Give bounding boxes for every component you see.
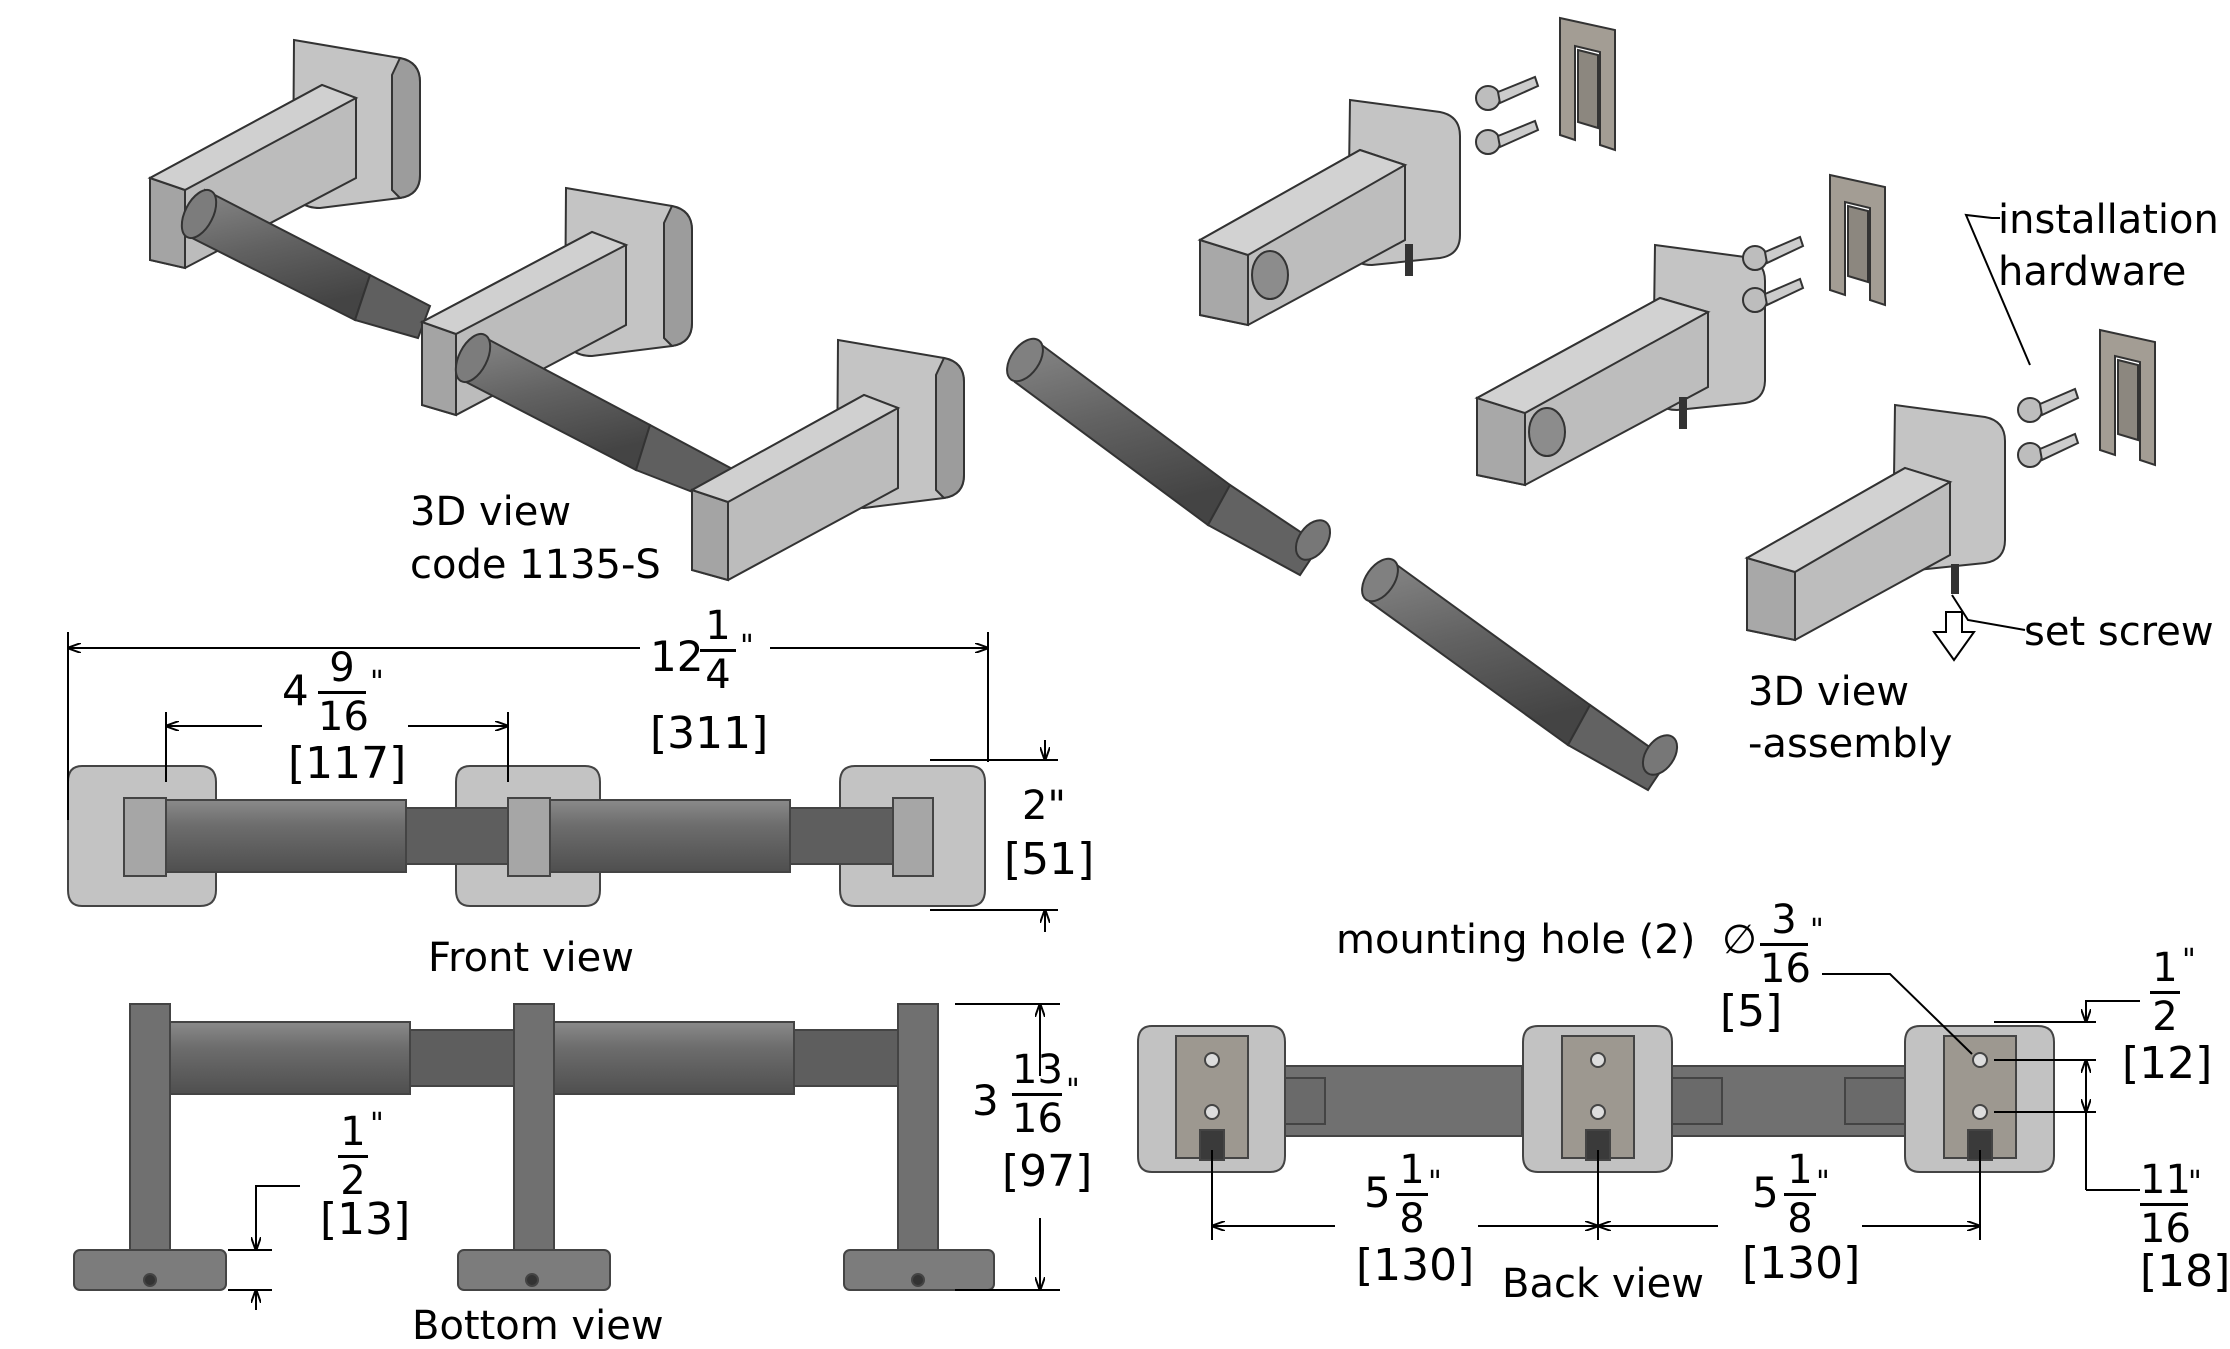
post-spacing-whole: 4 bbox=[282, 666, 309, 715]
back-spacing-left-unit: " bbox=[1428, 1165, 1442, 1200]
back-spacing-right-metric: [130] bbox=[1742, 1238, 1861, 1289]
back-view-title: Back view bbox=[1502, 1261, 1704, 1307]
bottom-post-1 bbox=[129, 1003, 171, 1251]
back-spacing-left-metric: [130] bbox=[1356, 1240, 1475, 1291]
installation-hardware-leader bbox=[1964, 213, 2031, 366]
bottom-base-3 bbox=[843, 1249, 995, 1291]
clip-c bbox=[2099, 328, 2156, 467]
installation-hardware-label-line1: installation bbox=[1998, 197, 2219, 243]
post-spacing-unit: " bbox=[370, 665, 384, 700]
iso-product-code: code 1135-S bbox=[410, 542, 661, 588]
hole-top-offset-metric: [12] bbox=[2122, 1038, 2213, 1089]
screw-b1 bbox=[1742, 235, 1805, 271]
front-view-drawing bbox=[67, 765, 986, 907]
bottom-view-title: Bottom view bbox=[412, 1303, 664, 1349]
hole-diameter-unit: " bbox=[1810, 913, 1824, 948]
height-imperial: 2" bbox=[1022, 783, 1066, 829]
base-thickness-unit: " bbox=[370, 1107, 384, 1142]
post-spacing-metric: [117] bbox=[288, 738, 407, 789]
iso-product-title: 3D view bbox=[410, 489, 572, 535]
back-spacing-right-whole: 5 bbox=[1752, 1168, 1779, 1217]
set-screw-leader bbox=[1951, 594, 2026, 631]
hole-spacing-unit: " bbox=[2188, 1165, 2202, 1200]
bottom-post-2 bbox=[513, 1003, 555, 1251]
mounting-hole-label: mounting hole (2) bbox=[1336, 917, 1696, 963]
bottom-base-2 bbox=[457, 1249, 611, 1291]
height-metric: [51] bbox=[1004, 834, 1095, 885]
base-thickness-metric: [13] bbox=[320, 1194, 411, 1245]
overall-width-whole: 12 bbox=[650, 632, 704, 681]
iso-assembly-view bbox=[1006, 16, 2156, 792]
clip-b bbox=[1829, 173, 1886, 307]
diameter-symbol: ∅ bbox=[1722, 917, 1757, 963]
hole-spacing-metric: [18] bbox=[2140, 1246, 2230, 1297]
iso-assembly-title: 3D view bbox=[1748, 669, 1910, 715]
bottom-base-1 bbox=[73, 1249, 227, 1291]
screw-b2 bbox=[1742, 277, 1805, 313]
back-dimensions bbox=[1211, 973, 2140, 1240]
screw-c1 bbox=[2017, 387, 2080, 423]
depth-unit: " bbox=[1066, 1073, 1080, 1108]
clip-a bbox=[1559, 16, 1616, 152]
bracket-hole-a bbox=[1251, 250, 1289, 300]
set-screw-label: set screw bbox=[2024, 609, 2214, 655]
hole-diameter-metric: [5] bbox=[1720, 986, 1783, 1037]
front-view-title: Front view bbox=[428, 935, 634, 981]
set-screw-arrow bbox=[1932, 611, 1976, 662]
overall-width-metric: [311] bbox=[650, 708, 769, 759]
overall-width-unit: " bbox=[740, 629, 754, 664]
back-spacing-right-unit: " bbox=[1816, 1165, 1830, 1200]
front-roller-1 bbox=[165, 799, 407, 873]
front-roller-2 bbox=[549, 799, 791, 873]
iso-product-view bbox=[147, 38, 965, 582]
hole-top-offset-unit: " bbox=[2182, 943, 2196, 978]
depth-whole: 3 bbox=[972, 1076, 999, 1125]
screw-c2 bbox=[2017, 432, 2080, 468]
screw-a2 bbox=[1475, 119, 1540, 155]
depth-metric: [97] bbox=[1002, 1146, 1093, 1197]
screw-a1 bbox=[1475, 75, 1540, 111]
bottom-view-drawing bbox=[73, 1003, 995, 1291]
installation-hardware-label-line2: hardware bbox=[1998, 249, 2187, 295]
iso-assembly-subtitle: -assembly bbox=[1748, 721, 1953, 767]
bottom-post-3 bbox=[897, 1003, 939, 1251]
back-spacing-left-whole: 5 bbox=[1364, 1168, 1391, 1217]
front-dimensions bbox=[67, 632, 1058, 932]
bottom-dimensions bbox=[228, 1003, 1060, 1310]
bracket-hole-b bbox=[1528, 407, 1566, 457]
back-view-drawing bbox=[1137, 1025, 2055, 1173]
